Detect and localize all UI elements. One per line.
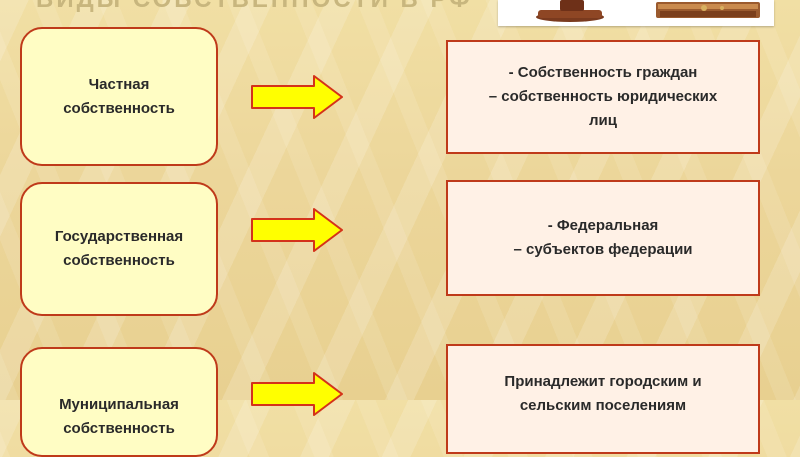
right-box-municipal: Принадлежит городским и сельским поселен… — [446, 344, 760, 454]
right-arrow-icon — [251, 372, 343, 416]
right-box-private: - Собственность граждан – собственность … — [446, 40, 760, 154]
description-text: - Собственность граждан – собственность … — [488, 64, 718, 129]
right-arrow-icon — [251, 208, 343, 252]
page-title: ВИДЫ СОБСТВЕННОСТИ В РФ — [36, 0, 473, 14]
description-text: Принадлежит городским и сельским поселен… — [504, 373, 702, 414]
left-box-private: Частная собственность — [20, 27, 218, 166]
gavel-book-image — [498, 0, 774, 26]
left-box-state: Государственная собственность — [20, 182, 218, 316]
right-box-state: - Федеральная – субъектов федерации — [446, 180, 760, 296]
category-label: Государственная собственность — [54, 228, 184, 269]
description-text: - Федеральная – субъектов федерации — [513, 217, 693, 258]
left-box-municipal: Муниципальная собственность — [20, 347, 218, 457]
category-label: Частная собственность — [63, 75, 175, 117]
right-arrow-icon — [251, 75, 343, 119]
category-label: Муниципальная собственность — [59, 396, 179, 437]
